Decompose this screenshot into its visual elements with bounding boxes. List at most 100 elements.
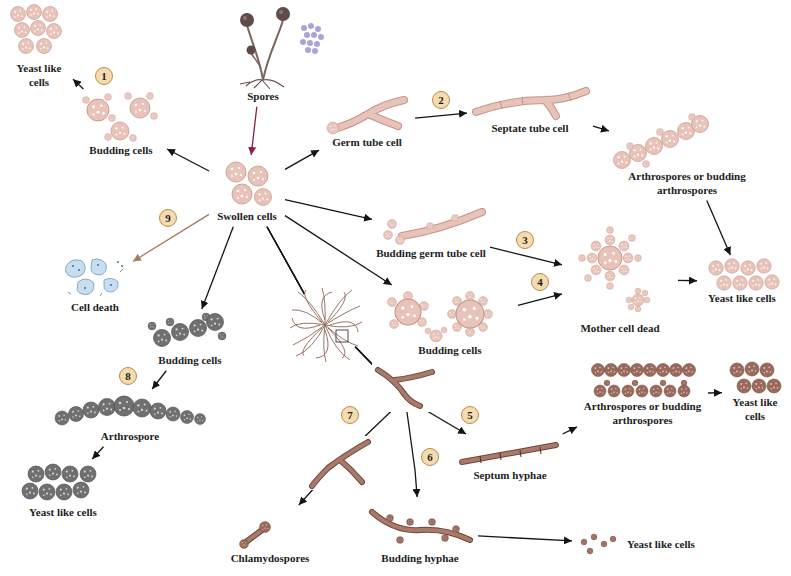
budding-cells-illustration <box>151 113 158 120</box>
transition-arrow <box>167 149 209 171</box>
figure-area <box>225 4 301 90</box>
figure-node: Septate tube cell <box>470 78 590 136</box>
yeast-cells-illustration <box>73 482 89 498</box>
yeast-cells-illustration <box>19 39 34 54</box>
mother-cell-illustration <box>626 297 632 303</box>
yeast-cells-illustration <box>11 5 62 54</box>
hypha-detail-illustration <box>372 362 440 412</box>
arthrospore-illustration <box>99 399 116 416</box>
arthrospore-chain-illustration <box>644 364 657 377</box>
figure-area <box>470 78 590 122</box>
transition-arrow <box>678 280 697 282</box>
figure-node: Chlamydospores <box>220 508 320 566</box>
budding-cells-illustration <box>390 320 399 329</box>
spore-illustration <box>279 10 283 14</box>
arthrospore-illustration <box>69 407 84 422</box>
budding-cells-illustration <box>466 328 475 337</box>
figure-label: Budding germ tube cell <box>375 247 487 261</box>
yeast-cells-illustration <box>767 379 781 393</box>
figure-node: Septum hyphae <box>455 437 565 483</box>
callout-number: 8 <box>119 367 137 385</box>
cell-death-illustration <box>104 278 118 292</box>
yeast-cells-illustration <box>601 541 607 547</box>
budding-cells-illustration <box>456 300 484 328</box>
arthrospore-chain-illustration <box>657 364 670 377</box>
mother-cell-illustration <box>579 255 586 262</box>
callout-number: 2 <box>432 91 450 109</box>
arthrospore-chain-illustration <box>605 364 618 377</box>
arthrospore-illustration <box>133 399 151 417</box>
cell-death-illustration <box>84 287 86 289</box>
spore-illustration <box>308 23 314 29</box>
hyphal-mass-illustration <box>292 306 360 346</box>
swollen-cells-illustration <box>232 184 252 204</box>
yeast-cells-illustration <box>725 259 739 273</box>
figure-label: Yeast like cells <box>18 506 108 520</box>
figure-node: Yeast like cells <box>575 528 725 562</box>
yeast-cells-illustration <box>27 5 42 20</box>
arthrospore-chain-illustration <box>592 364 696 398</box>
mother-cell-illustration <box>605 271 615 281</box>
figure-node: Arthrospore <box>50 392 210 444</box>
mother-cell-illustration <box>587 253 597 263</box>
transition-arrow <box>92 447 103 459</box>
branching-hypha-illustration <box>312 442 368 486</box>
transition-arrow <box>285 150 319 169</box>
yeast-cells-illustration <box>43 7 58 22</box>
budding-germ-tube-illustration <box>402 212 482 236</box>
arthrospore-chain-illustration <box>618 364 631 377</box>
budding-cells-illustration <box>83 97 90 104</box>
cell-death-illustration <box>68 269 123 296</box>
figure-label: Chlamydospores <box>220 552 320 566</box>
budding-hyphae-illustration <box>372 512 470 544</box>
arthrospore-chain-illustration <box>683 364 696 377</box>
figure-label: Germ tube cell <box>322 136 412 150</box>
branching-hypha-illustration <box>312 442 368 486</box>
arthrospore-chain-illustration <box>657 129 664 136</box>
budding-cells-illustration <box>83 93 158 142</box>
spore-illustration <box>247 25 263 80</box>
budding-cells-illustration <box>466 292 475 301</box>
spore-illustration <box>300 23 324 54</box>
arthrospore-chain-illustration <box>636 385 648 397</box>
mother-cell-illustration <box>629 235 636 242</box>
transition-arrow <box>490 247 562 265</box>
chlamydospore-illustration <box>246 530 262 542</box>
yeast-cells-illustration <box>745 362 759 376</box>
germ-tube-illustration <box>334 100 404 129</box>
mother-cell-illustration <box>607 283 614 290</box>
yeast-cells-illustration <box>37 39 52 54</box>
septate-tube-illustration <box>500 93 571 109</box>
cell-death-illustration <box>110 284 112 286</box>
figure-area <box>580 362 705 400</box>
figure-label: Arthrospore <box>50 430 210 444</box>
yeast-cells-illustration <box>15 23 30 38</box>
hyphal-mass-illustration <box>292 292 358 358</box>
arthrospore-chain-illustration <box>662 131 679 148</box>
transition-arrow <box>563 427 577 434</box>
budding-cells-illustration <box>172 324 189 341</box>
figure-node: Yeast like cells <box>725 360 785 424</box>
budding-cells-illustration <box>388 292 493 343</box>
figure-label: Budding cells <box>145 354 235 368</box>
figure-node: Yeast like cells <box>700 258 784 306</box>
arthrospore-chain-illustration <box>632 380 638 386</box>
swollen-cells-illustration <box>226 162 272 206</box>
figure-label: Septum hyphae <box>455 469 565 483</box>
figure-area <box>375 205 487 247</box>
mother-cell-illustration <box>642 290 648 296</box>
mother-cell-illustration <box>591 265 601 275</box>
budding-hyphae-illustration <box>453 526 460 533</box>
septate-tube-illustration <box>476 91 586 116</box>
mother-cell-illustration <box>628 304 634 310</box>
arthrospore-chain-illustration <box>622 385 634 397</box>
arthrospore-illustration <box>181 411 194 424</box>
figure-label: Yeast like cells <box>8 62 70 90</box>
yeast-cells-illustration <box>730 362 781 393</box>
septum-hyphae-illustration <box>462 445 556 462</box>
callout-number: 6 <box>421 448 439 466</box>
figure-node: Mother cell dead <box>565 222 675 336</box>
figure-area <box>575 528 623 562</box>
mother-cell-illustration <box>598 246 622 270</box>
budding-hyphae-illustration <box>407 519 414 526</box>
